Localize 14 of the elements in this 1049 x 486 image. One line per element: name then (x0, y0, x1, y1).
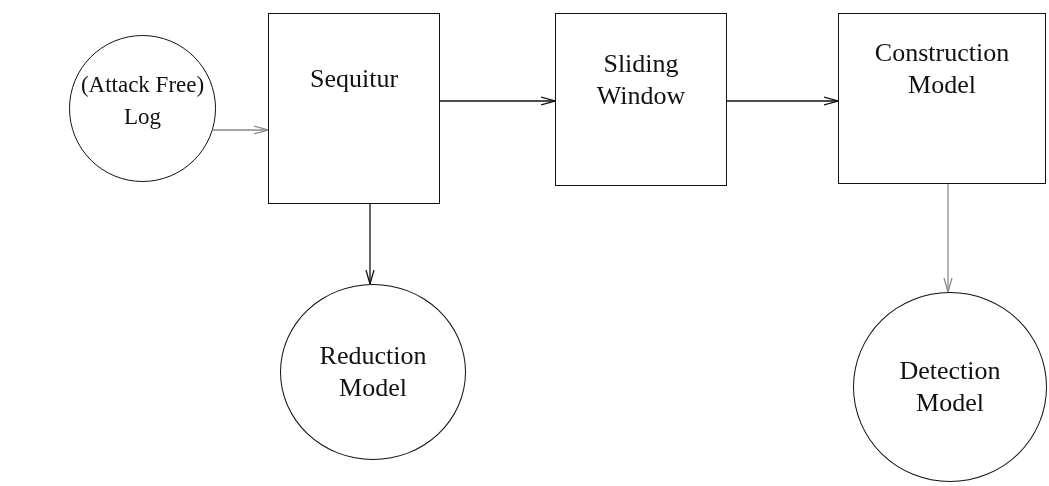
node-label: Detection Model (898, 355, 1002, 419)
process-box (268, 13, 440, 204)
process-box (555, 13, 727, 186)
node-label: Sequitur (309, 62, 399, 95)
arrow (439, 96, 556, 106)
arrow (943, 183, 953, 293)
node-label: Construction Model (873, 36, 1011, 101)
node-label: Reduction Model (318, 340, 428, 404)
node-label: Sliding Window (595, 47, 687, 112)
arrow (365, 203, 375, 285)
process-box (838, 13, 1046, 184)
arrow (212, 125, 269, 135)
arrow (726, 96, 839, 106)
node-label: (Attack Free) Log (79, 70, 206, 131)
